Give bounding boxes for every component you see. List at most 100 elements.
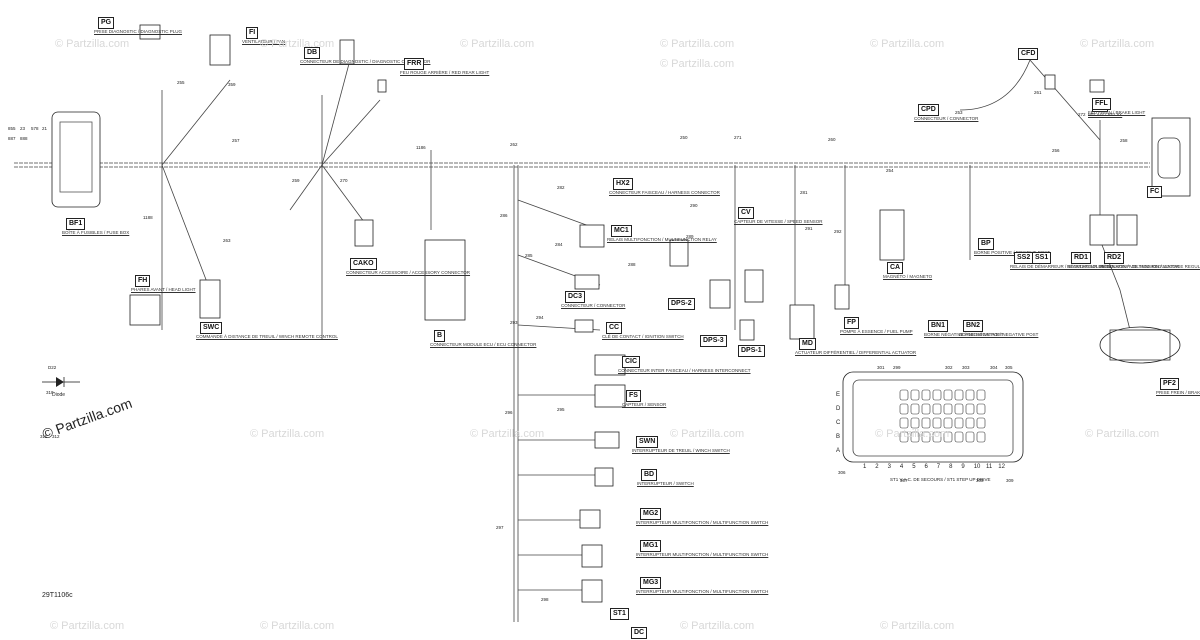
fuse-row-label: B: [836, 434, 841, 440]
connector-desc-fp: POMPE À ESSENCE / FUEL PUMP: [840, 329, 913, 334]
wire-number: 286: [500, 213, 508, 218]
wire-number: 312: [52, 434, 60, 439]
wire-number: 290: [690, 203, 698, 208]
fuse-cell: [976, 389, 986, 401]
connector-desc-rd1: RÉGULATEUR DE TENSION / VOLTAGE REGULATO…: [1067, 264, 1180, 269]
fuse-cell: [976, 417, 986, 429]
connector-code-fs: FS: [626, 390, 641, 402]
connector-code-bf1: BF1: [66, 218, 86, 230]
fuse-col-label: 4: [899, 464, 904, 470]
connector-code-ss2: SS2: [1014, 252, 1034, 264]
fuse-cell: [899, 431, 909, 443]
wire-number: 288: [628, 262, 636, 267]
wire-number: 297: [496, 525, 504, 530]
fuse-cell: [910, 417, 920, 429]
fuse-row-label: E: [836, 392, 841, 398]
connector-code-ss1: SS1: [1032, 252, 1052, 264]
wire-number: 270: [340, 178, 348, 183]
connector-code-mg1: MG1: [640, 540, 662, 552]
wire-number: 302: [945, 365, 953, 370]
connector-desc-ss2: RELAIS DE DÉMARREUR / STARTER SOLENOID: [1010, 264, 1113, 269]
drawing-reference: 29T1106c: [42, 592, 73, 599]
connector-desc-bn1: BORNE NÉGATIVE / NEGATIVE POST: [924, 332, 1004, 337]
connector-desc-mg1: INTERRUPTEUR MULTIFONCTION / MULTIFUNCTI…: [636, 552, 769, 557]
fuse-cell: [921, 389, 931, 401]
watermark: © Partzilla.com: [680, 620, 755, 632]
fuse-cell: [965, 417, 975, 429]
connector-desc-md: ACTUATEUR DIFFÉRENTIEL / DIFFERENTIAL AC…: [795, 350, 917, 355]
connector-desc-rd2: RÉGULATEUR DE TENSION / VOLTAGE REGULATO…: [1100, 264, 1200, 269]
fuse-col-label: 9: [961, 464, 965, 470]
fuse-col-label: 6: [924, 464, 928, 470]
wire-number: 262: [510, 142, 518, 147]
connector-code-cc: CC: [606, 322, 623, 334]
wire-number: 282: [557, 185, 565, 190]
wire-number: 256: [1052, 148, 1060, 153]
fuse-cell: [943, 403, 953, 415]
connector-code-bn2: BN2: [963, 320, 984, 332]
connector-desc-dc3: CONNECTEUR / CONNECTOR: [561, 303, 626, 308]
connector-code-rd2: RD2: [1104, 252, 1125, 264]
connector-code-db: DB: [304, 47, 321, 59]
watermark: © Partzilla.com: [660, 58, 735, 70]
wire-number: 281: [800, 190, 808, 195]
wire-number: 855: [8, 126, 16, 131]
fuse-cell: [943, 389, 953, 401]
connector-desc-bn2: BORNE NÉGATIVE / NEGATIVE POST: [959, 332, 1039, 337]
connector-desc-mg3: INTERRUPTEUR MULTIFONCTION / MULTIFUNCTI…: [636, 589, 769, 594]
connector-desc-mg2: INTERRUPTEUR MULTIFONCTION / MULTIFUNCTI…: [636, 520, 769, 525]
connector-code-cako: CAKO: [350, 258, 377, 270]
watermark: © Partzilla.com: [260, 38, 335, 50]
fuse-cell: [910, 389, 920, 401]
connector-code-bd: BD: [641, 469, 658, 481]
wire-number: 296: [505, 410, 513, 415]
fuse-col-label: 2: [875, 464, 879, 470]
connector-code-mg2: MG2: [640, 508, 662, 520]
connector-code-cv: CV: [738, 207, 754, 219]
wire-number: 305: [1005, 365, 1013, 370]
fuse-row-label: C: [836, 420, 841, 426]
connector-code-bp: BP: [978, 238, 994, 250]
fuse-cell: [932, 389, 942, 401]
fuse-cell: [910, 431, 920, 443]
connector-code-pf2: PF2: [1160, 378, 1179, 390]
connector-desc-fs: CAPTEUR / SENSOR: [622, 402, 667, 407]
fuse-cell: [932, 431, 942, 443]
fuse-cell: [954, 403, 964, 415]
wire-number: 887: [8, 136, 16, 141]
connector-code-swc: SWC: [200, 322, 223, 334]
connector-desc-ca: MAGNÉTO / MAGNETO: [883, 274, 933, 279]
fuse-col-label: 10: [973, 464, 981, 470]
fuse-col-label: 8: [949, 464, 953, 470]
watermark: © Partzilla.com: [470, 428, 545, 440]
fuse-cell: [954, 417, 964, 429]
watermark: © Partzilla.com: [670, 428, 745, 440]
connector-code-frr: FRR: [404, 58, 425, 70]
connector-code-fh: FH: [135, 275, 151, 287]
wire-number: 284: [555, 242, 563, 247]
fuse-cell: [943, 431, 953, 443]
connector-desc-frr: FEU ROUGE ARRIÈRE / RED REAR LIGHT: [400, 70, 490, 75]
wire-number: 258: [1120, 138, 1128, 143]
fuse-cell: [921, 417, 931, 429]
wire-number: 295: [557, 407, 565, 412]
fuse-col-label: 3: [887, 464, 891, 470]
connector-code-mg3: MG3: [640, 577, 662, 589]
fuse-row-label: A: [836, 448, 841, 454]
wire-number: 289: [686, 234, 694, 239]
wire-number: 291: [805, 226, 813, 231]
connector-desc-swc: COMMANDE À DISTANCE DE TREUIL / WINCH RE…: [196, 334, 338, 339]
watermark: © Partzilla.com: [660, 38, 735, 50]
connector-desc-b: CONNECTEUR MODULE ECU / ECU CONNECTOR: [430, 342, 537, 347]
watermark: © Partzilla.com: [55, 38, 130, 50]
fuse-cell: [965, 403, 975, 415]
watermark: © Partzilla.com: [260, 620, 335, 632]
wire-number: 293: [510, 320, 518, 325]
wire-number: 359: [228, 82, 236, 87]
wire-number: 303: [962, 365, 970, 370]
connector-desc-re: RELAIS / RELAY: [1088, 112, 1123, 117]
connector-desc-pg: PRISE DIAGNOSTIC / DIAGNOSTIC PLUG: [94, 29, 183, 34]
fuse-col-label: 7: [936, 464, 941, 470]
connector-code-ca: CA: [887, 262, 904, 274]
